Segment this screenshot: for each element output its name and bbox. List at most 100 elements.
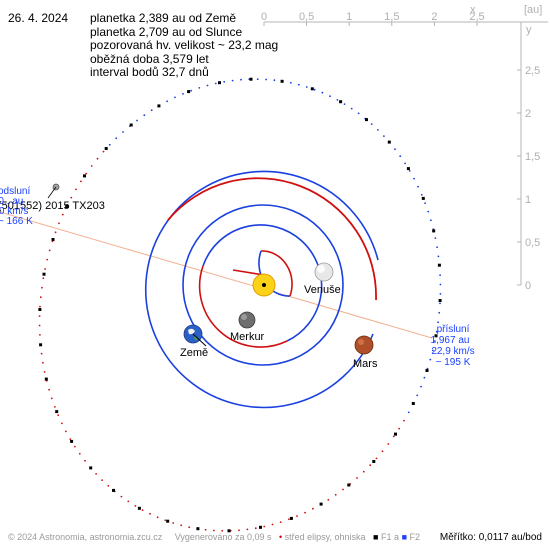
perihelion-label: přísluní <box>437 324 470 335</box>
asteroid-orbit-dot <box>240 78 242 81</box>
asteroid-orbit-dot <box>43 371 46 373</box>
asteroid-orbit-dot <box>166 100 169 103</box>
asteroid-orbit-dot <box>115 137 118 140</box>
asteroid-position-point <box>137 506 141 510</box>
asteroid-position-point <box>157 104 161 108</box>
asteroid-orbit-dot <box>65 430 67 433</box>
asteroid-orbit-dot <box>375 457 378 460</box>
asteroid-position-point <box>112 488 115 492</box>
asteroid-position-point <box>55 410 59 414</box>
asteroid-orbit-dot <box>48 249 51 252</box>
x-axis-label: x <box>470 4 476 16</box>
asteroid-orbit-dot <box>78 452 81 455</box>
asteroid-orbit-dot <box>437 321 439 324</box>
asteroid-orbit-dot <box>434 237 437 240</box>
footer: © 2024 Astronomia, astronomia.zcu.cz Vyg… <box>8 532 420 542</box>
legend-f1-marker: ■ <box>373 532 379 542</box>
asteroid-position-point <box>249 77 253 81</box>
asteroid-orbit-dot <box>416 394 419 397</box>
asteroid-orbit-dot <box>369 464 372 467</box>
asteroid-orbit-dot <box>143 114 146 117</box>
asteroid-position-point <box>387 140 391 144</box>
asteroid-position-point <box>83 174 86 178</box>
asteroid-orbit-dot <box>70 196 73 199</box>
scale-label: Měřítko: 0,0117 au/bod <box>439 532 542 543</box>
asteroid-orbit-dot <box>198 87 201 89</box>
asteroid-orbit-dot <box>120 495 123 498</box>
asteroid-orbit-dot <box>381 450 384 453</box>
asteroid-orbit-dot <box>96 157 99 160</box>
x-axis-tick-label: 2,5 <box>469 11 484 23</box>
asteroid-position-point <box>259 525 262 529</box>
asteroid-orbit-dot <box>39 296 42 299</box>
asteroid-position-point <box>42 272 46 276</box>
y-axis-tick-label: 0 <box>525 280 531 292</box>
mercury-label: Merkur <box>230 331 265 343</box>
asteroid-orbit-dot <box>387 443 390 445</box>
asteroid-position-point <box>70 439 74 443</box>
asteroid-orbit-dot <box>101 479 103 481</box>
asteroid-orbit-dot <box>343 103 346 105</box>
x-axis-tick-label: 0,5 <box>299 11 314 23</box>
asteroid-orbit-dot <box>256 78 259 81</box>
asteroid-orbit-dot <box>149 512 151 515</box>
asteroid-orbit-dot <box>413 177 415 180</box>
asteroid-orbit-dot <box>84 459 86 462</box>
asteroid-orbit-dot <box>297 83 300 86</box>
asteroid-orbit-dot <box>214 82 217 85</box>
date-label: 26. 4. 2024 <box>8 11 69 25</box>
mars <box>354 335 374 355</box>
copyright-text: © 2024 Astronomia, astronomia.zcu.cz <box>8 532 163 542</box>
venus <box>314 262 334 282</box>
asteroid-orbit-dot <box>424 202 426 205</box>
asteroid-orbit-dot <box>279 521 282 523</box>
asteroid-orbit-dot <box>42 361 44 364</box>
asteroid-orbit-dot <box>399 155 402 158</box>
asteroid-orbit-dot <box>273 79 276 82</box>
asteroid-position-point <box>227 529 231 533</box>
asteroid-position-point <box>365 118 368 122</box>
asteroid-orbit-dot <box>141 509 144 511</box>
aphelion-info: odsluní 4,0.. au ...60 km/s ~ 166 K <box>0 186 33 227</box>
asteroid-orbit-dot <box>305 86 308 88</box>
asteroid-position-point <box>421 196 425 200</box>
y-axis-tick-label: 2,5 <box>525 65 540 77</box>
asteroid-orbit-dot <box>213 529 215 532</box>
asteroid-orbit-dot <box>439 283 442 286</box>
asteroid-orbit-dot <box>377 129 379 131</box>
asteroid-position-point <box>411 402 415 405</box>
perihelion-distance: 1,967 au <box>431 335 470 346</box>
asteroid-orbit-dot <box>437 255 440 258</box>
earth-orbit <box>182 204 344 366</box>
asteroid-position-point <box>280 79 284 83</box>
asteroid-orbit-dot <box>357 112 360 115</box>
asteroid-name: (501552) 2015 TX203 <box>0 200 105 212</box>
asteroid-orbit-dot <box>156 516 159 519</box>
asteroid-orbit-dot <box>392 435 395 438</box>
legend-f1-text: F1 <box>381 532 392 542</box>
asteroid-position-points <box>38 77 442 533</box>
asteroid-orbit-dot <box>304 511 306 514</box>
asteroid-orbit-dot <box>107 485 110 487</box>
info-line-sun-distance: planetka 2,709 au od Slunce <box>90 24 243 39</box>
asteroid-orbit-dot <box>436 246 438 249</box>
asteroid-orbit-dot <box>431 349 434 352</box>
asteroid-orbit-dot <box>342 488 344 491</box>
asteroid-pointer <box>47 186 57 199</box>
asteroid-info-block: planetka 2,389 au od Země planetka 2,709… <box>90 11 278 80</box>
asteroid-orbit-dot <box>362 470 365 473</box>
asteroid-orbit-dot <box>150 109 153 112</box>
mercury-orbit-red <box>260 250 293 297</box>
asteroid-orbit-dot <box>394 148 396 151</box>
legend-a-text: a <box>394 532 400 542</box>
legend-ellipse-text: střed elipsy, ohniska <box>284 532 366 542</box>
asteroid-orbit-dot <box>350 107 353 110</box>
asteroid-position-point <box>65 205 69 208</box>
y-axis-tick-label: 0,5 <box>525 237 540 249</box>
asteroid-orbit-dot <box>439 274 441 276</box>
x-axis-unit: [au] <box>524 4 542 16</box>
asteroid-orbit-dot <box>188 526 191 529</box>
asteroid-orbit-dot <box>221 529 224 532</box>
asteroid-orbit-dot <box>172 522 175 524</box>
y-axis-tick-label: 1 <box>525 194 531 206</box>
